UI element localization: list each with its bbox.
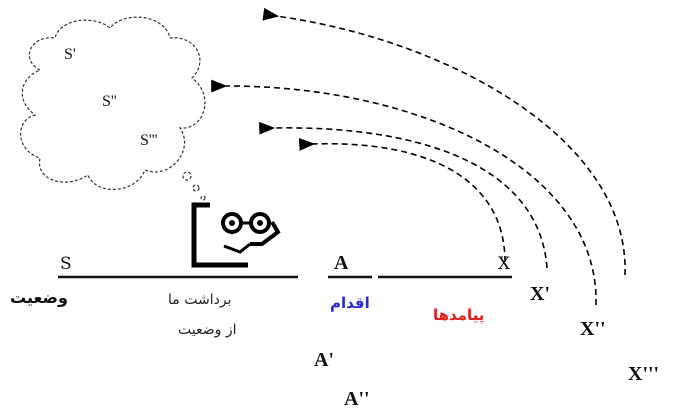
action-variant-1: A' [314,349,334,371]
cloud-state-2: S'' [102,93,117,110]
fa-action-caption: اقدام [330,294,370,312]
state-label: S [60,254,72,274]
action-variant-2: A'' [344,388,370,410]
arrow-x2 [211,79,597,306]
fa-outcomes-caption: پیامدها [433,306,485,324]
cloud-state-3: S''' [140,132,158,149]
arrow-x [298,138,506,263]
cloud-state-1: S' [64,46,76,63]
thought-cloud-icon [20,16,206,201]
arrow-x3 [262,7,626,276]
arrow-x1 [259,121,548,269]
feedback-arrows [211,7,626,306]
fa-perception-caption-line2: از وضعیت [178,322,237,338]
outcome-variant-3: X''' [628,363,660,385]
outcome-variant-2: X'' [580,318,606,340]
fa-state-caption: وضعیت [10,288,68,307]
outcome-label: X [498,254,511,274]
fa-perception-caption-line1: برداشت ما [168,292,232,308]
outcome-variant-1: X' [530,283,550,305]
observer-face-icon [191,202,281,268]
action-label: A [334,252,349,274]
